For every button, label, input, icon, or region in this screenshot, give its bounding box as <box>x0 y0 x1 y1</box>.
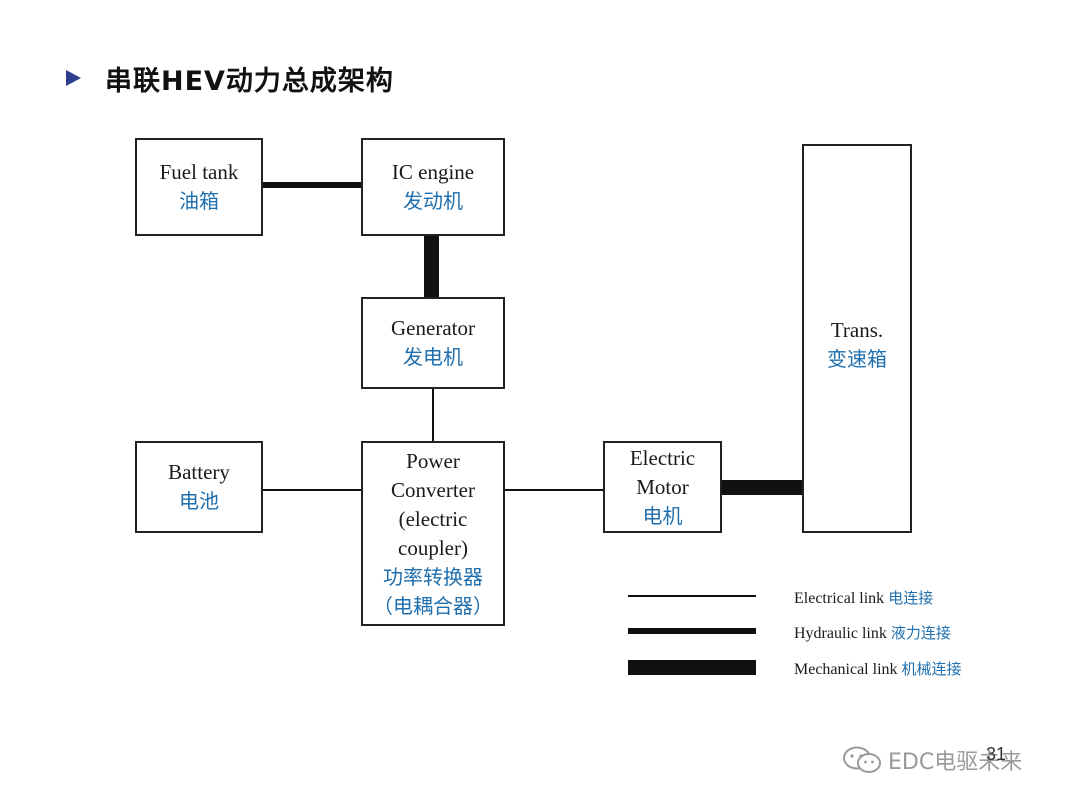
generator-label-cn-0: 发电机 <box>403 345 463 369</box>
power-converter-label-en-2: (electric <box>398 506 468 531</box>
page-number: 31 <box>986 744 1007 764</box>
watermark-text: EDC电驱未来 <box>888 750 1023 775</box>
transmission-label-cn-0: 变速箱 <box>827 347 887 371</box>
generator-box: Generator 发电机 <box>361 297 505 389</box>
ic-engine-label-cn-0: 发动机 <box>403 189 463 213</box>
link-ic-engine-generator <box>424 234 439 298</box>
legend-hydraulic-en: Hydraulic link <box>794 625 887 642</box>
transmission-box: Trans. 变速箱 <box>802 144 912 533</box>
legend-mechanical-line <box>628 660 756 675</box>
link-generator-power-converter <box>432 388 434 442</box>
legend-electrical-line <box>628 595 756 597</box>
power-converter-label-en-0: Power <box>406 448 460 473</box>
battery-label-cn-0: 电池 <box>179 489 219 513</box>
page-title: 串联HEV动力总成架构 <box>105 65 394 97</box>
arrow-bullet-icon <box>66 70 81 86</box>
link-motor-transmission <box>721 480 803 495</box>
legend-electrical-en: Electrical link <box>794 590 885 607</box>
legend-mechanical-en: Mechanical link <box>794 661 898 678</box>
power-converter-label-en-1: Converter <box>391 477 475 502</box>
legend-hydraulic-line <box>628 628 756 634</box>
transmission-label-en-0: Trans. <box>830 318 884 342</box>
electric-motor-label-en-0: Electric <box>629 445 696 470</box>
legend-mechanical-cn: 机械连接 <box>901 660 962 678</box>
power-converter-label-en-3: coupler) <box>398 535 468 560</box>
power-converter-label-cn-1: （电耦合器） <box>373 593 493 618</box>
link-power-converter-motor <box>504 489 604 491</box>
battery-label-en-0: Battery <box>168 460 230 484</box>
battery-box: Battery 电池 <box>135 441 263 533</box>
fuel-tank-label-cn-0: 油箱 <box>179 189 219 213</box>
power-converter-label-cn-0: 功率转换器 <box>383 564 483 589</box>
watermark: EDC电驱未来 <box>842 744 1022 776</box>
title-row: 串联HEV动力总成架构 <box>66 58 394 98</box>
legend-electrical-cn: 电连接 <box>888 589 934 607</box>
ic-engine-box: IC engine 发动机 <box>361 138 505 236</box>
fuel-tank-box: Fuel tank 油箱 <box>135 138 263 236</box>
ic-engine-label-en-0: IC engine <box>391 160 475 184</box>
generator-label-en-0: Generator <box>391 316 475 340</box>
legend-hydraulic-cn: 液力连接 <box>890 624 951 642</box>
wechat-icon <box>843 746 881 773</box>
fuel-tank-label-en-0: Fuel tank <box>159 160 239 184</box>
link-battery-power-converter <box>262 489 362 491</box>
electric-motor-label-cn-0: 电机 <box>642 503 683 528</box>
link-fuel-tank-ic-engine <box>262 182 362 188</box>
electric-motor-label-en-1: Motor <box>636 474 689 499</box>
